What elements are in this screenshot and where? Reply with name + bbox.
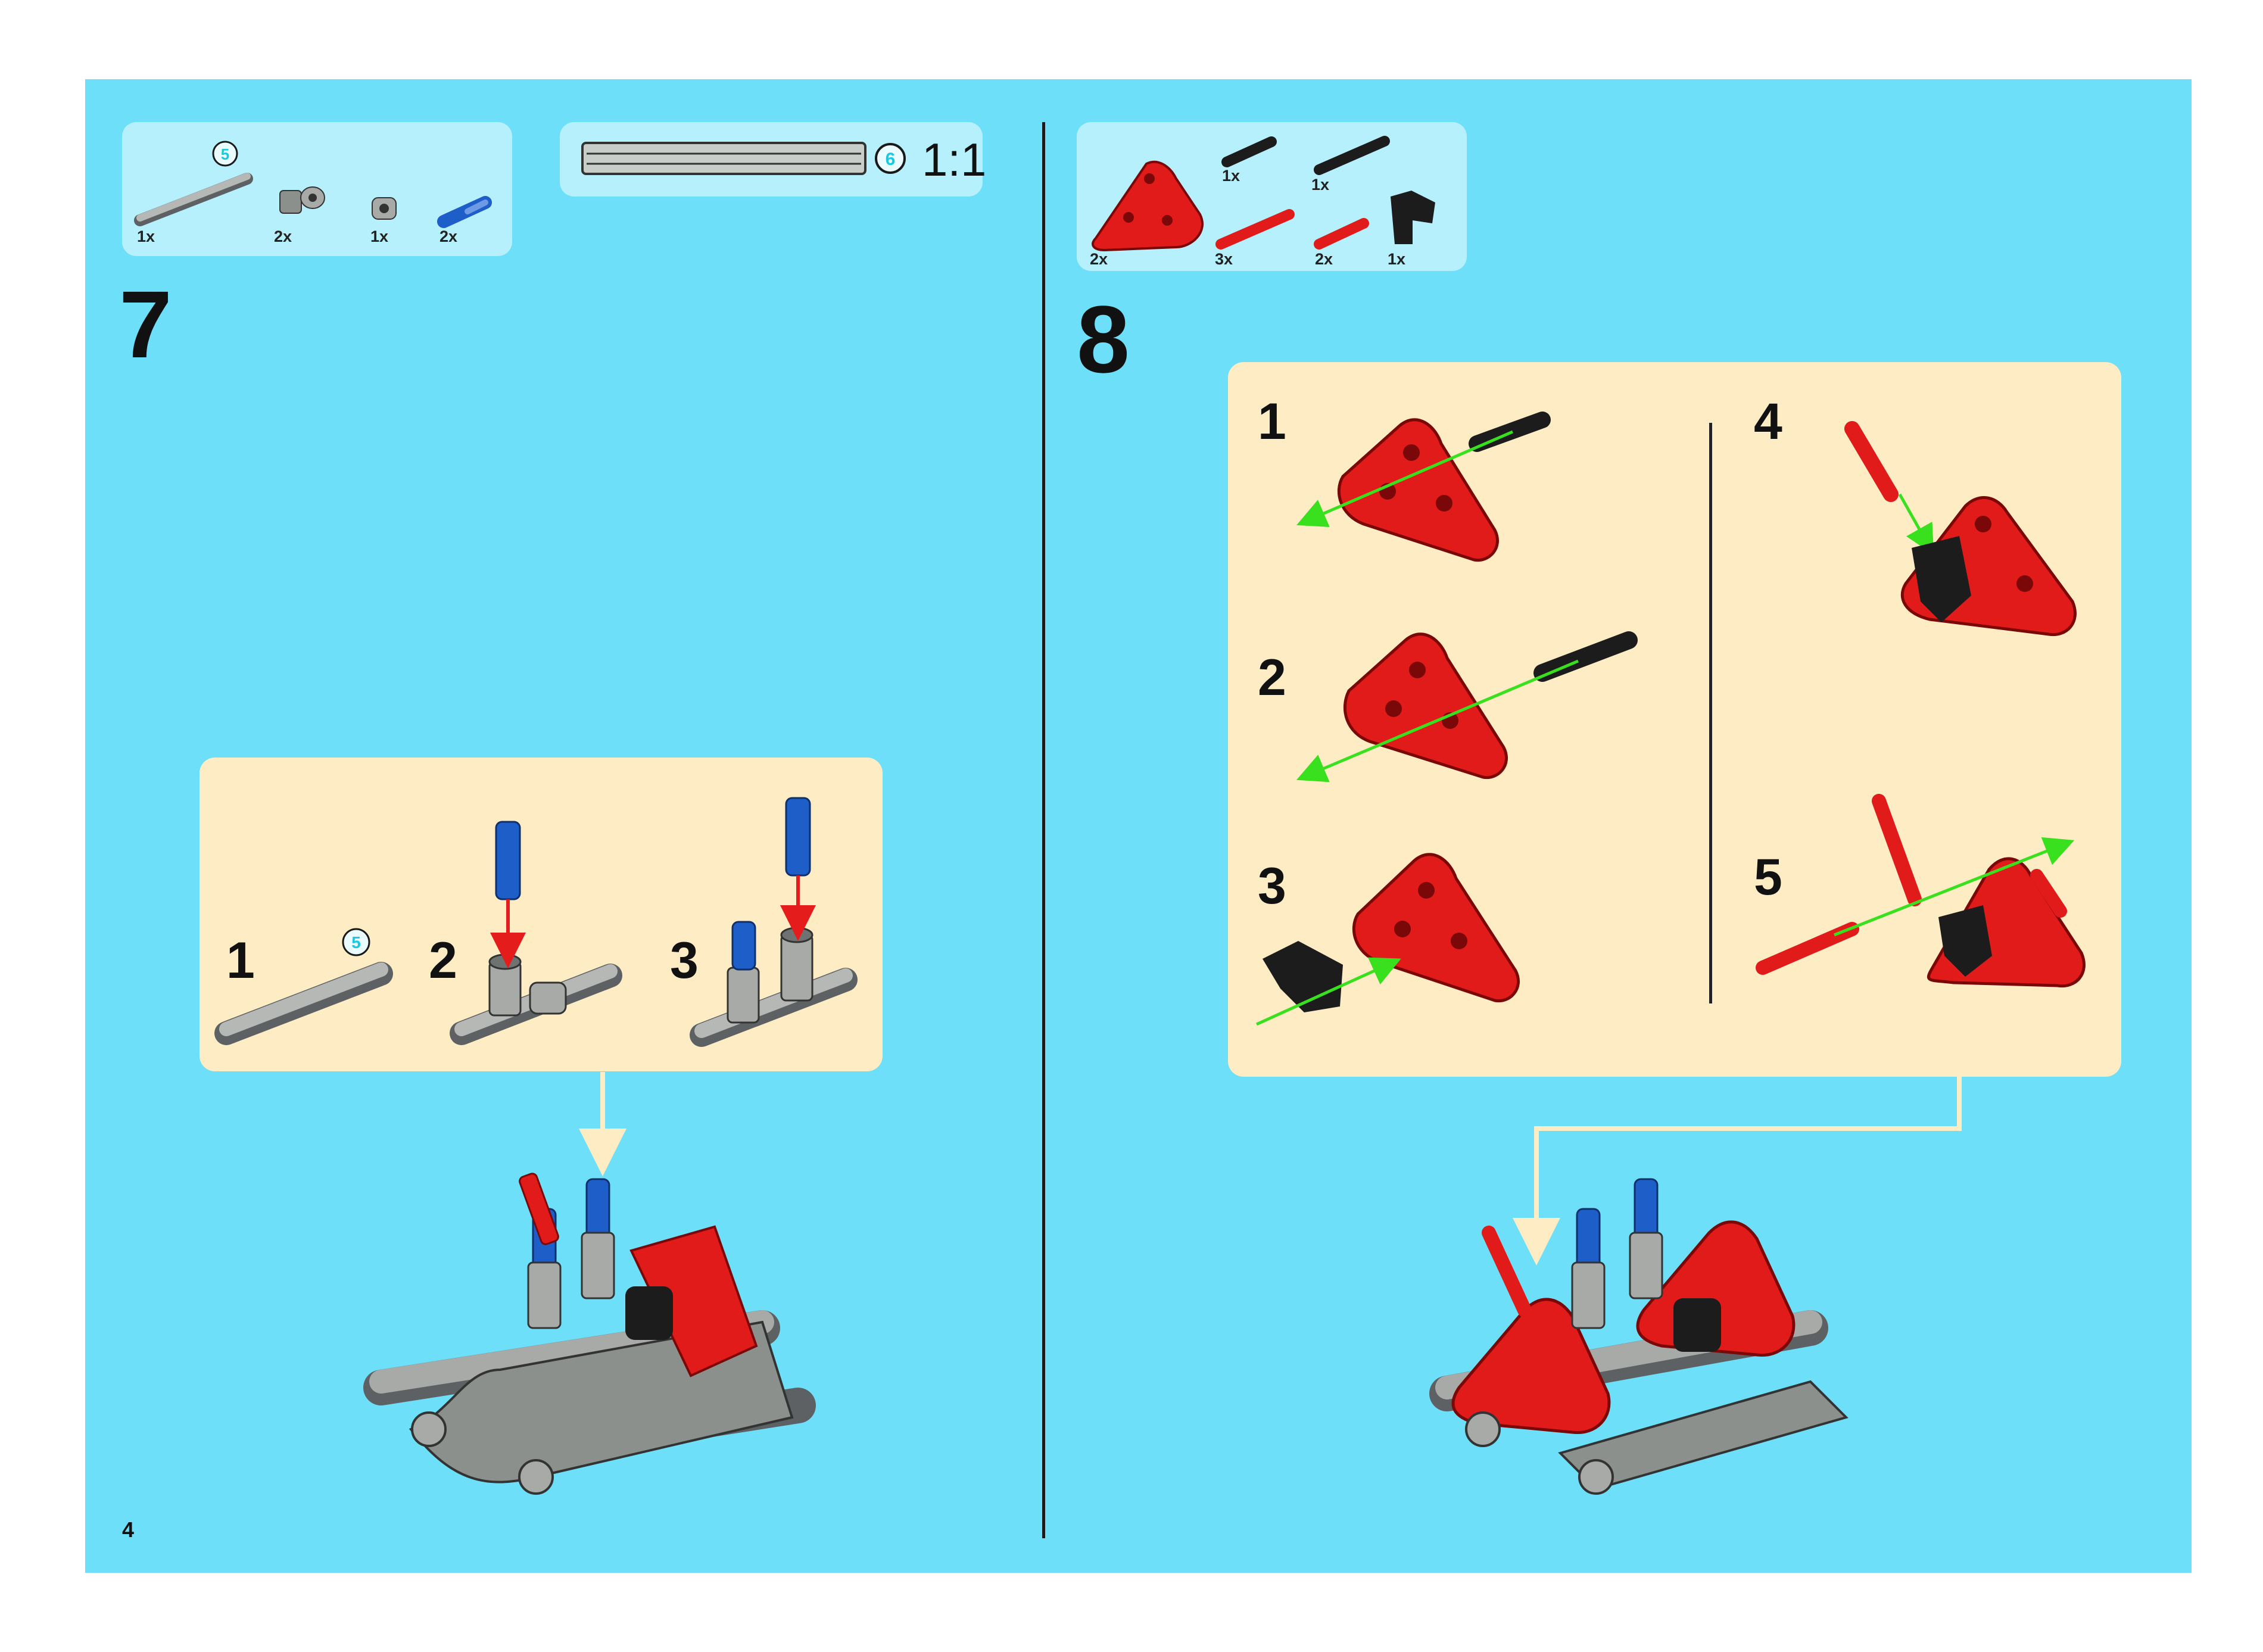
assembled-model [381, 1172, 798, 1494]
red-long-pin-icon [1221, 214, 1289, 244]
red-triangle-beam-icon [1093, 162, 1202, 250]
length-badge: 5 [221, 145, 229, 163]
substep-illustration [1257, 855, 1519, 1024]
black-long-pin-icon [1319, 141, 1385, 170]
scale-badge: 6 [886, 149, 896, 169]
axle-scale-ruler [582, 143, 905, 174]
axle-5-icon [140, 142, 247, 220]
length-badge: 5 [351, 933, 361, 952]
axle-connector-icon [280, 187, 325, 213]
substep-illustration [702, 798, 846, 1035]
substep-illustration [1310, 420, 1542, 560]
bush-icon [372, 198, 396, 219]
black-angle-connector-icon [1391, 191, 1435, 244]
substep-illustration [1310, 634, 1629, 778]
substep-illustration [1852, 429, 2075, 635]
blue-pin-icon [444, 202, 485, 222]
substep-illustration [1763, 801, 2084, 986]
assembled-model [1447, 1179, 1846, 1494]
black-pin-icon [1227, 142, 1271, 162]
substep-illustration [462, 822, 610, 1033]
red-axle-pin-icon [1319, 223, 1364, 244]
